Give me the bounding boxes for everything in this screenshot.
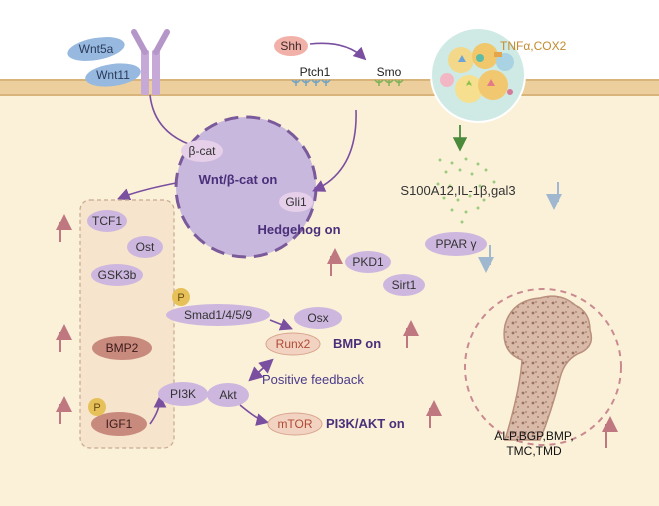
tcf1-label: TCF1 bbox=[92, 214, 122, 228]
femur-icon bbox=[503, 295, 593, 441]
bcat-label: β-cat bbox=[189, 144, 217, 158]
markers-line2: TMC,TMD bbox=[506, 444, 562, 458]
wnt11-label: Wnt11 bbox=[96, 68, 130, 82]
pi3k-node bbox=[158, 382, 208, 406]
bmp2-label: BMP2 bbox=[106, 341, 139, 355]
mtor-node bbox=[267, 412, 323, 436]
wnt5a-label: Wnt5a bbox=[79, 42, 114, 56]
positive-feedback-arrow bbox=[248, 358, 274, 382]
bmp2-node bbox=[92, 336, 152, 360]
gli1-node bbox=[279, 192, 313, 212]
wnt5a-node bbox=[67, 37, 125, 61]
shh-label: Shh bbox=[280, 39, 301, 53]
smad-label: Smad1/4/5/9 bbox=[184, 308, 252, 322]
hedgehog-on-label: Hedgehog on bbox=[257, 222, 340, 237]
receptor-icon bbox=[131, 29, 170, 95]
igf1-node bbox=[91, 412, 147, 436]
pi3k-label: PI3K bbox=[170, 387, 196, 401]
gli1-label: Gli1 bbox=[285, 195, 307, 209]
gsk3b-label: GSK3b bbox=[98, 268, 137, 282]
sirt1-label: Sirt1 bbox=[392, 278, 417, 292]
smad-node bbox=[166, 304, 270, 326]
phospho-badge-igf1 bbox=[88, 398, 106, 416]
ost-label: Ost bbox=[136, 240, 155, 254]
wnt11-node bbox=[85, 63, 141, 87]
sirt1-node bbox=[383, 274, 425, 296]
ptch1-receptor-icon bbox=[291, 79, 331, 86]
smo-label: Smo bbox=[377, 65, 402, 79]
shh-node bbox=[274, 36, 308, 56]
phospho-badge-smad bbox=[172, 288, 190, 306]
ppar-label: PPAR γ bbox=[435, 237, 476, 251]
secreted-particles bbox=[436, 157, 496, 224]
left-gene-box bbox=[79, 199, 175, 449]
wnt-on-label: Wnt/β-cat on bbox=[199, 172, 278, 187]
pkd1-label: PKD1 bbox=[352, 255, 384, 269]
ppar-node bbox=[425, 232, 487, 256]
ost-node bbox=[127, 236, 163, 258]
akt-node bbox=[207, 383, 249, 407]
vesicle-icon bbox=[430, 27, 526, 123]
smo-receptor-icon bbox=[374, 79, 404, 86]
bmp-on-label: BMP on bbox=[333, 336, 381, 351]
tnf-cox2-label: TNFα,COX2 bbox=[500, 39, 567, 53]
gsk3b-node bbox=[91, 264, 143, 286]
osx-node bbox=[294, 307, 342, 329]
mtor-label: mTOR bbox=[277, 417, 312, 431]
s100-label: S100A12,IL-1β,gal3 bbox=[400, 183, 515, 198]
osx-label: Osx bbox=[307, 311, 328, 325]
runx2-label: Runx2 bbox=[276, 337, 311, 351]
pi3k-akt-on-label: PI3K/AKT on bbox=[326, 416, 405, 431]
pkd1-node bbox=[345, 251, 391, 273]
phospho-label-smad: P bbox=[177, 292, 184, 304]
bcat-node bbox=[181, 140, 223, 162]
ptch1-label: Ptch1 bbox=[300, 65, 331, 79]
runx2-node bbox=[265, 332, 321, 356]
phospho-label-igf1: P bbox=[93, 402, 100, 414]
akt-label: Akt bbox=[219, 388, 237, 402]
tcf1-node bbox=[87, 210, 127, 232]
positive-feedback-label: Positive feedback bbox=[262, 372, 364, 387]
igf1-label: IGF1 bbox=[106, 417, 133, 431]
markers-line1: ALP,BGP,BMP, bbox=[494, 429, 573, 443]
